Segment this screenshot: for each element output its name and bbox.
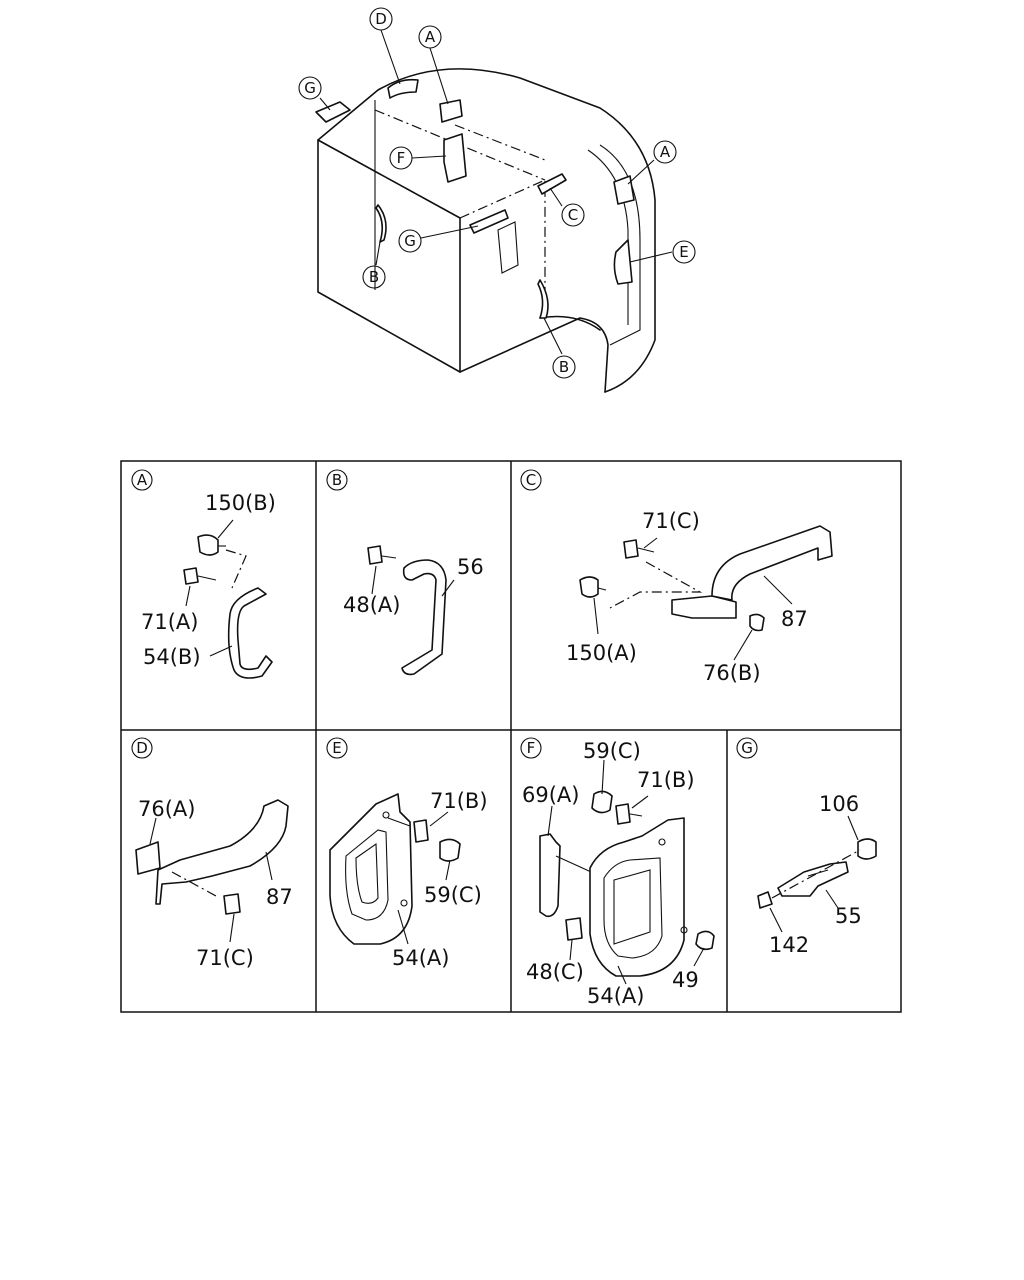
label-71b: 71(B) <box>430 789 488 813</box>
label-142: 142 <box>769 933 809 957</box>
panel-c: C 71(C) 87 150(A) 76(B) <box>520 469 833 685</box>
svg-text:E: E <box>332 739 341 757</box>
label-54a-f: 54(A) <box>587 984 644 1008</box>
panel-f-letter: F <box>520 737 542 759</box>
handle-b1-sketch <box>375 204 387 243</box>
label-76b: 76(B) <box>703 661 761 685</box>
label-76a: 76(A) <box>138 797 195 821</box>
svg-text:C: C <box>526 471 536 489</box>
label-87: 87 <box>781 607 808 631</box>
panel-c-letter: C <box>520 469 542 491</box>
callout-g-door: G <box>398 229 422 253</box>
panel-b: B 48(A) 56 <box>326 469 484 676</box>
panel-e: E 71(B) 59(C) 54(A) <box>326 737 488 970</box>
handle-a1-sketch <box>439 99 463 123</box>
handle-a2-sketch <box>613 175 635 205</box>
svg-text:E: E <box>679 243 688 261</box>
svg-text:B: B <box>332 471 342 489</box>
label-56: 56 <box>457 555 484 579</box>
label-71c-d: 71(C) <box>196 946 254 970</box>
label-59c: 59(C) <box>424 883 482 907</box>
callout-b-left: B <box>362 265 386 289</box>
label-54a: 54(A) <box>392 946 449 970</box>
label-150a: 150(A) <box>566 641 637 665</box>
callout-a-right: A <box>653 140 677 164</box>
svg-text:F: F <box>527 739 536 757</box>
panel-a-letter: A <box>131 469 153 491</box>
svg-text:G: G <box>404 232 416 250</box>
handle-e-sketch <box>613 239 633 285</box>
callout-d: D <box>369 7 393 31</box>
svg-text:C: C <box>568 206 578 224</box>
label-71a: 71(A) <box>141 610 198 634</box>
svg-text:B: B <box>369 268 379 286</box>
callout-g-left: G <box>298 76 322 100</box>
panel-a: A 150(B) 71(A) 54(B) <box>131 469 276 679</box>
svg-text:A: A <box>660 143 671 161</box>
svg-text:G: G <box>304 79 316 97</box>
panel-e-letter: E <box>326 737 348 759</box>
svg-text:D: D <box>375 10 387 28</box>
handle-g2-sketch <box>469 209 509 234</box>
panel-d-letter: D <box>131 737 153 759</box>
panel-f: F 59(C) 69(A) 71(B) 48(C) 54(A) 49 <box>520 737 715 1008</box>
svg-text:F: F <box>397 149 406 167</box>
panel-g: G 106 55 142 <box>736 737 877 957</box>
handle-b2-sketch <box>537 279 549 319</box>
callout-e: E <box>672 240 696 264</box>
label-55: 55 <box>835 904 862 928</box>
panel-g-letter: G <box>736 737 758 759</box>
label-71c: 71(C) <box>642 509 700 533</box>
svg-text:G: G <box>741 739 753 757</box>
callout-c: C <box>561 203 585 227</box>
label-59c-f: 59(C) <box>583 739 641 763</box>
callout-b-right: B <box>552 355 576 379</box>
plate-f-sketch <box>443 133 467 183</box>
label-150b: 150(B) <box>205 491 276 515</box>
handle-d-sketch <box>387 78 419 99</box>
label-69a: 69(A) <box>522 783 579 807</box>
callout-f: F <box>389 146 413 170</box>
panel-d: D 76(A) 87 71(C) <box>131 737 293 970</box>
label-48c: 48(C) <box>526 960 584 984</box>
svg-text:A: A <box>137 471 148 489</box>
svg-text:B: B <box>559 358 569 376</box>
cab-overview: D A G F A C G E B B <box>298 7 696 393</box>
label-87-d: 87 <box>266 885 293 909</box>
label-54b: 54(B) <box>143 645 201 669</box>
label-71b-f: 71(B) <box>637 768 695 792</box>
label-49: 49 <box>672 968 699 992</box>
label-48a: 48(A) <box>343 593 400 617</box>
handle-g1-sketch <box>315 101 351 123</box>
callout-a-top: A <box>418 25 442 49</box>
panel-b-letter: B <box>326 469 348 491</box>
detail-grid <box>120 460 902 1013</box>
handle-c-sketch <box>537 173 567 195</box>
label-106: 106 <box>819 792 859 816</box>
svg-text:D: D <box>136 739 148 757</box>
svg-text:A: A <box>425 28 436 46</box>
